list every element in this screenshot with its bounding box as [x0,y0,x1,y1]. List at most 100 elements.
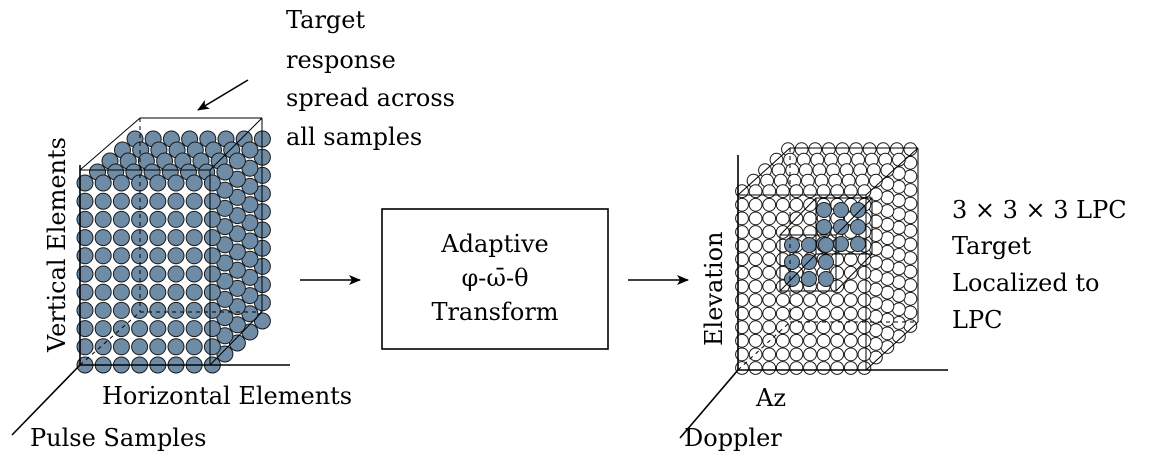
right-sample-dot [903,142,918,157]
left-sample-dot [112,265,130,283]
left-sample-dot [94,210,112,228]
right-cube-samples [735,142,918,375]
right-sample-dot [843,320,858,335]
left-sample-dot [185,210,203,228]
left-sample-dot [203,229,221,247]
right-sample-dot [830,293,845,307]
left-sample-dot [185,283,203,301]
left-sample-dot [167,265,185,283]
right-sample-dot [775,184,790,199]
right-sample-dot [762,225,777,239]
left-sample-dot [131,320,149,338]
right-annotation-line-1: 3 × 3 × 3 LPC [952,196,1127,224]
right-sample-dot [748,265,763,280]
right-sample-dot [803,211,817,226]
left-sample-dot [185,174,203,192]
left-sample-dot [228,152,246,170]
right-sample-dot [830,347,845,362]
right-sample-dot [789,293,804,307]
right-sample-dot [816,333,831,348]
right-sample-dot [880,285,895,300]
right-sample-dot [880,190,895,205]
left-sample-dot [76,192,94,210]
left-sample-dot [149,247,167,265]
right-sample-dot [869,296,883,311]
right-sample-dot [843,333,858,348]
right-sample-dot [748,306,763,321]
right-sample-dot [903,210,918,225]
left-annotation-arrow [197,79,249,111]
left-sample-dot [94,283,112,301]
left-sample-dot [185,265,203,283]
right-sample-dot [775,293,790,307]
transform-label-line-3: Transform [431,298,558,326]
right-sample-dot [892,261,906,276]
right-sample-dot [775,361,790,375]
left-sample-dot [94,247,112,265]
left-sample-dot [94,174,112,192]
lpc-target-dot [850,219,866,235]
right-sample-dot [869,309,883,324]
left-sample-dot [112,301,130,319]
right-sample-cube: Elevation Az Doppler 3 × 3 × 3 LPC Targe… [679,142,1127,452]
left-sample-dot [185,192,203,210]
right-sample-dot [830,361,845,375]
left-sample-dot [76,283,94,301]
right-sample-dot [748,279,763,294]
left-cube-wireframe [79,117,263,366]
left-sample-dot [203,192,221,210]
left-sample-dot [167,338,185,356]
left-sample-dot [185,320,203,338]
right-sample-dot [857,293,872,307]
right-sample-dot [830,184,845,199]
right-sample-dot [816,361,831,375]
left-sample-dot [149,320,167,338]
right-sample-dot [892,288,906,303]
left-sample-dot [131,210,149,228]
right-vertical-axis-label: Elevation [700,232,728,347]
right-sample-dot [880,204,895,218]
right-sample-dot [816,347,831,362]
right-sample-dot [775,306,790,321]
right-sample-dot [748,197,763,212]
right-sample-dot [775,197,790,212]
right-sample-dot [869,241,883,256]
right-sample-dot [903,169,918,184]
right-sample-dot [903,251,918,265]
lpc-target-dot [850,236,866,252]
right-sample-dot [762,320,777,335]
left-sample-dot [203,301,221,319]
right-sample-dot [830,306,845,321]
right-sample-dot [748,225,763,239]
right-sample-dot [803,320,817,335]
left-sample-dot [167,320,185,338]
right-sample-dot [869,173,883,188]
left-annotation-line-3: spread across [286,84,455,112]
right-sample-dot [857,265,872,280]
right-sample-dot [869,323,883,338]
right-sample-dot [892,152,906,167]
right-sample-dot [869,214,883,229]
left-sample-dot [76,338,94,356]
left-sample-dot [203,174,221,192]
right-sample-dot [830,279,845,294]
right-sample-dot [869,337,883,351]
right-sample-dot [880,272,895,286]
right-sample-dot [903,305,918,320]
lpc-target-dot [801,271,817,287]
right-sample-dot [857,361,872,375]
left-sample-dot [76,320,94,338]
right-sample-dot [803,184,817,199]
right-sample-dot [880,299,895,314]
right-sample-dot [892,302,906,317]
transform-label-line-1: Adaptive [440,230,548,258]
lpc-target-dot [784,254,800,270]
right-sample-dot [843,279,858,294]
right-sample-dot [843,293,858,307]
right-sample-dot [903,196,918,211]
right-sample-dot [762,265,777,280]
right-depth-axis [679,369,739,439]
right-sample-dot [903,264,918,279]
left-vertical-axis-label: Vertical Elements [43,137,71,353]
